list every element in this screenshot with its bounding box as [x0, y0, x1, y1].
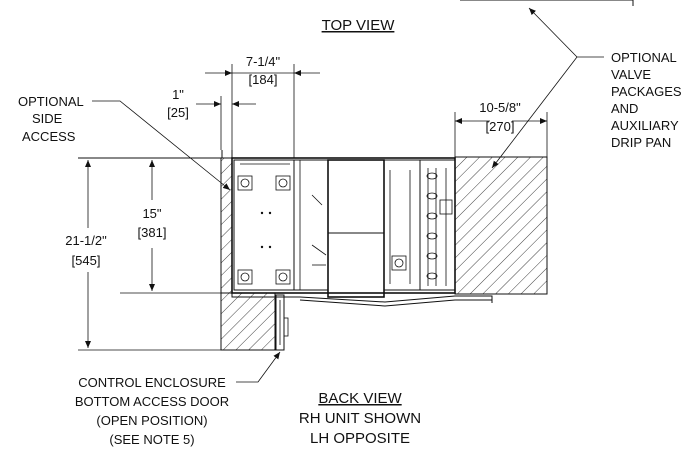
side-access-line-1: OPTIONAL [18, 94, 84, 109]
coil-tubes [426, 168, 453, 286]
dim-7-1-4-imperial: 7-1/4" [246, 54, 281, 69]
control-line-3: (OPEN POSITION) [96, 413, 207, 428]
control-line-4: (SEE NOTE 5) [109, 432, 194, 447]
side-access-line-3: ACCESS [22, 129, 76, 144]
top-view-partial-outline [460, 0, 634, 6]
rh-unit-note: RH UNIT SHOWN [299, 410, 421, 427]
dimension-7-1-4: 7-1/4" [184] [205, 54, 320, 158]
dim-15-metric: [381] [138, 225, 167, 240]
dim-15-imperial: 15" [142, 206, 161, 221]
dimension-10-5-8: 10-5/8" [270] [454, 100, 548, 157]
callout-control-enclosure: CONTROL ENCLOSURE BOTTOM ACCESS DOOR (OP… [75, 351, 281, 447]
control-line-2: BOTTOM ACCESS DOOR [75, 394, 229, 409]
dim-1-metric: [25] [167, 105, 189, 120]
callout-side-access: OPTIONAL SIDE ACCESS [18, 94, 231, 191]
valve-line-3: PACKAGES [611, 84, 682, 99]
valve-line-4: AND [611, 101, 638, 116]
callout-valve-packages: OPTIONAL VALVE PACKAGES AND AUXILIARY DR… [491, 7, 682, 169]
valve-line-1: OPTIONAL [611, 50, 677, 65]
control-enclosure-door [275, 294, 289, 351]
dimension-15-inch: 15" [381] [120, 160, 232, 294]
valve-line-6: DRIP PAN [611, 135, 671, 150]
dim-10-5-8-imperial: 10-5/8" [479, 100, 521, 115]
valve-line-2: VALVE [611, 67, 651, 82]
dimension-21-1-2: 21-1/2" [545] [65, 160, 221, 351]
dim-7-1-4-metric: [184] [249, 72, 278, 87]
dim-1-imperial: 1" [172, 87, 184, 102]
valve-line-5: AUXILIARY [611, 118, 679, 133]
dim-21-1-2-imperial: 21-1/2" [65, 233, 107, 248]
unit-body [78, 157, 493, 307]
wall-section-right [454, 156, 548, 295]
side-access-marks [221, 150, 233, 158]
dim-21-1-2-metric: [545] [72, 253, 101, 268]
lh-opposite-note: LH OPPOSITE [310, 430, 410, 447]
back-view-title: BACK VIEW [318, 390, 402, 407]
control-line-1: CONTROL ENCLOSURE [78, 375, 226, 390]
dimension-1-inch: 1" [25] [167, 87, 256, 150]
dim-10-5-8-metric: [270] [486, 119, 515, 134]
side-access-line-2: SIDE [32, 111, 63, 126]
wall-section-left [220, 157, 276, 351]
top-view-title: TOP VIEW [322, 17, 396, 34]
